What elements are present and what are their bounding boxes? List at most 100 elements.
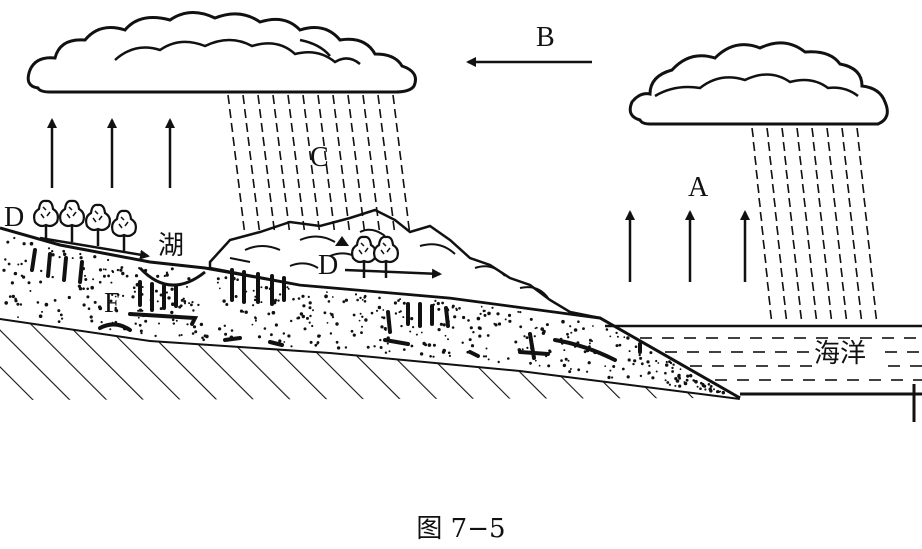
rain-streak xyxy=(849,211,853,222)
rain-streak xyxy=(796,127,799,138)
rain-streak xyxy=(242,220,246,231)
soil-dot xyxy=(627,358,631,362)
rain-streak xyxy=(378,108,382,119)
rain-streak xyxy=(784,155,787,166)
soil-dot xyxy=(205,334,209,339)
soil-dot xyxy=(562,363,567,368)
rain-streak xyxy=(868,253,872,264)
soil-dot xyxy=(611,376,614,379)
soil-dot xyxy=(13,236,16,240)
soil-dot xyxy=(521,348,524,351)
rain-streak xyxy=(755,169,759,180)
soil-dot xyxy=(384,351,388,354)
soil-dot xyxy=(17,316,19,319)
rain-streak xyxy=(811,281,815,292)
soil-dot xyxy=(621,367,625,371)
soil-dot xyxy=(358,319,361,322)
soil-dot xyxy=(476,316,481,321)
soil-dot xyxy=(186,285,188,288)
soil-dot xyxy=(370,311,374,315)
soil-dot xyxy=(39,280,43,284)
rain-streak xyxy=(773,197,776,208)
rain-streak xyxy=(312,178,316,189)
rain-streak xyxy=(874,309,878,320)
rain-streak xyxy=(848,197,851,208)
soil-dot xyxy=(609,369,612,372)
rain-streak xyxy=(751,127,754,138)
soil-dot xyxy=(344,298,348,302)
surface-runoff-arrow-left xyxy=(39,236,150,260)
soil-dot xyxy=(41,310,43,313)
soil-dot xyxy=(141,309,144,312)
rain-streak xyxy=(857,141,861,152)
soil-dot xyxy=(444,334,447,337)
soil-dot xyxy=(678,384,682,388)
soil-dot xyxy=(82,303,86,307)
soil-dot xyxy=(274,298,278,302)
rain-streak xyxy=(858,295,861,306)
rain-streak xyxy=(245,122,249,133)
soil-dot xyxy=(165,271,169,274)
soil-dot xyxy=(116,268,120,272)
rain-streak xyxy=(845,169,849,180)
soil-dot xyxy=(319,334,321,337)
soil-dot xyxy=(307,295,310,298)
soil-dot xyxy=(271,310,276,315)
soil-dot xyxy=(704,388,707,391)
soil-dot xyxy=(699,387,702,391)
soil-dot xyxy=(540,327,544,331)
soil-dot xyxy=(573,328,578,332)
soil-dot xyxy=(312,309,314,312)
soil-dot xyxy=(491,306,494,309)
soil-dot xyxy=(327,300,331,303)
rain-streak xyxy=(808,253,812,264)
rain-streak xyxy=(248,150,252,161)
rain-streak xyxy=(235,164,239,175)
rain-streak xyxy=(298,192,302,203)
soil-dot xyxy=(570,331,573,334)
soil-dot xyxy=(517,310,520,313)
rain-streak xyxy=(287,220,291,231)
rain-streak xyxy=(338,150,342,161)
soil-dot xyxy=(694,379,698,384)
rain-streak xyxy=(853,253,857,264)
rain-streak xyxy=(352,136,356,147)
soil-dot xyxy=(707,383,711,386)
soil-dot xyxy=(336,346,341,350)
rain-streak xyxy=(385,164,389,175)
soil-dot xyxy=(569,368,572,370)
soil-dot xyxy=(483,313,487,317)
soil-dot xyxy=(8,295,12,298)
soil-dot xyxy=(290,319,293,323)
rain-streak xyxy=(232,136,236,147)
soil-dot xyxy=(297,316,301,320)
soil-dot xyxy=(380,325,384,329)
rain-streak xyxy=(844,309,848,320)
soil-dot xyxy=(507,313,512,317)
rain-streak xyxy=(799,309,803,320)
soil-dot xyxy=(361,298,364,301)
soil-dot xyxy=(13,271,18,276)
soil-dot xyxy=(61,317,64,320)
soil-dot xyxy=(191,301,194,304)
soil-dot xyxy=(202,338,205,342)
soil-dot xyxy=(224,276,228,280)
soil-dot xyxy=(639,356,643,360)
soil-dot xyxy=(477,326,482,330)
soil-dot xyxy=(577,320,580,324)
rain-streak xyxy=(811,127,814,138)
soil-dot xyxy=(6,240,10,244)
rain-streak xyxy=(782,141,786,152)
rain-streak xyxy=(368,150,372,161)
lake-seepage-marks xyxy=(138,280,178,312)
rain-streak xyxy=(253,192,257,203)
soil-dot xyxy=(432,343,436,347)
rain-streak xyxy=(861,183,865,194)
rain-streak xyxy=(375,206,379,217)
soil-dot xyxy=(359,296,362,300)
rain-streak xyxy=(380,122,384,133)
soil-dot xyxy=(482,355,486,358)
soil-dot xyxy=(504,318,507,321)
soil-dot xyxy=(197,303,200,307)
rain-streak xyxy=(780,267,783,278)
